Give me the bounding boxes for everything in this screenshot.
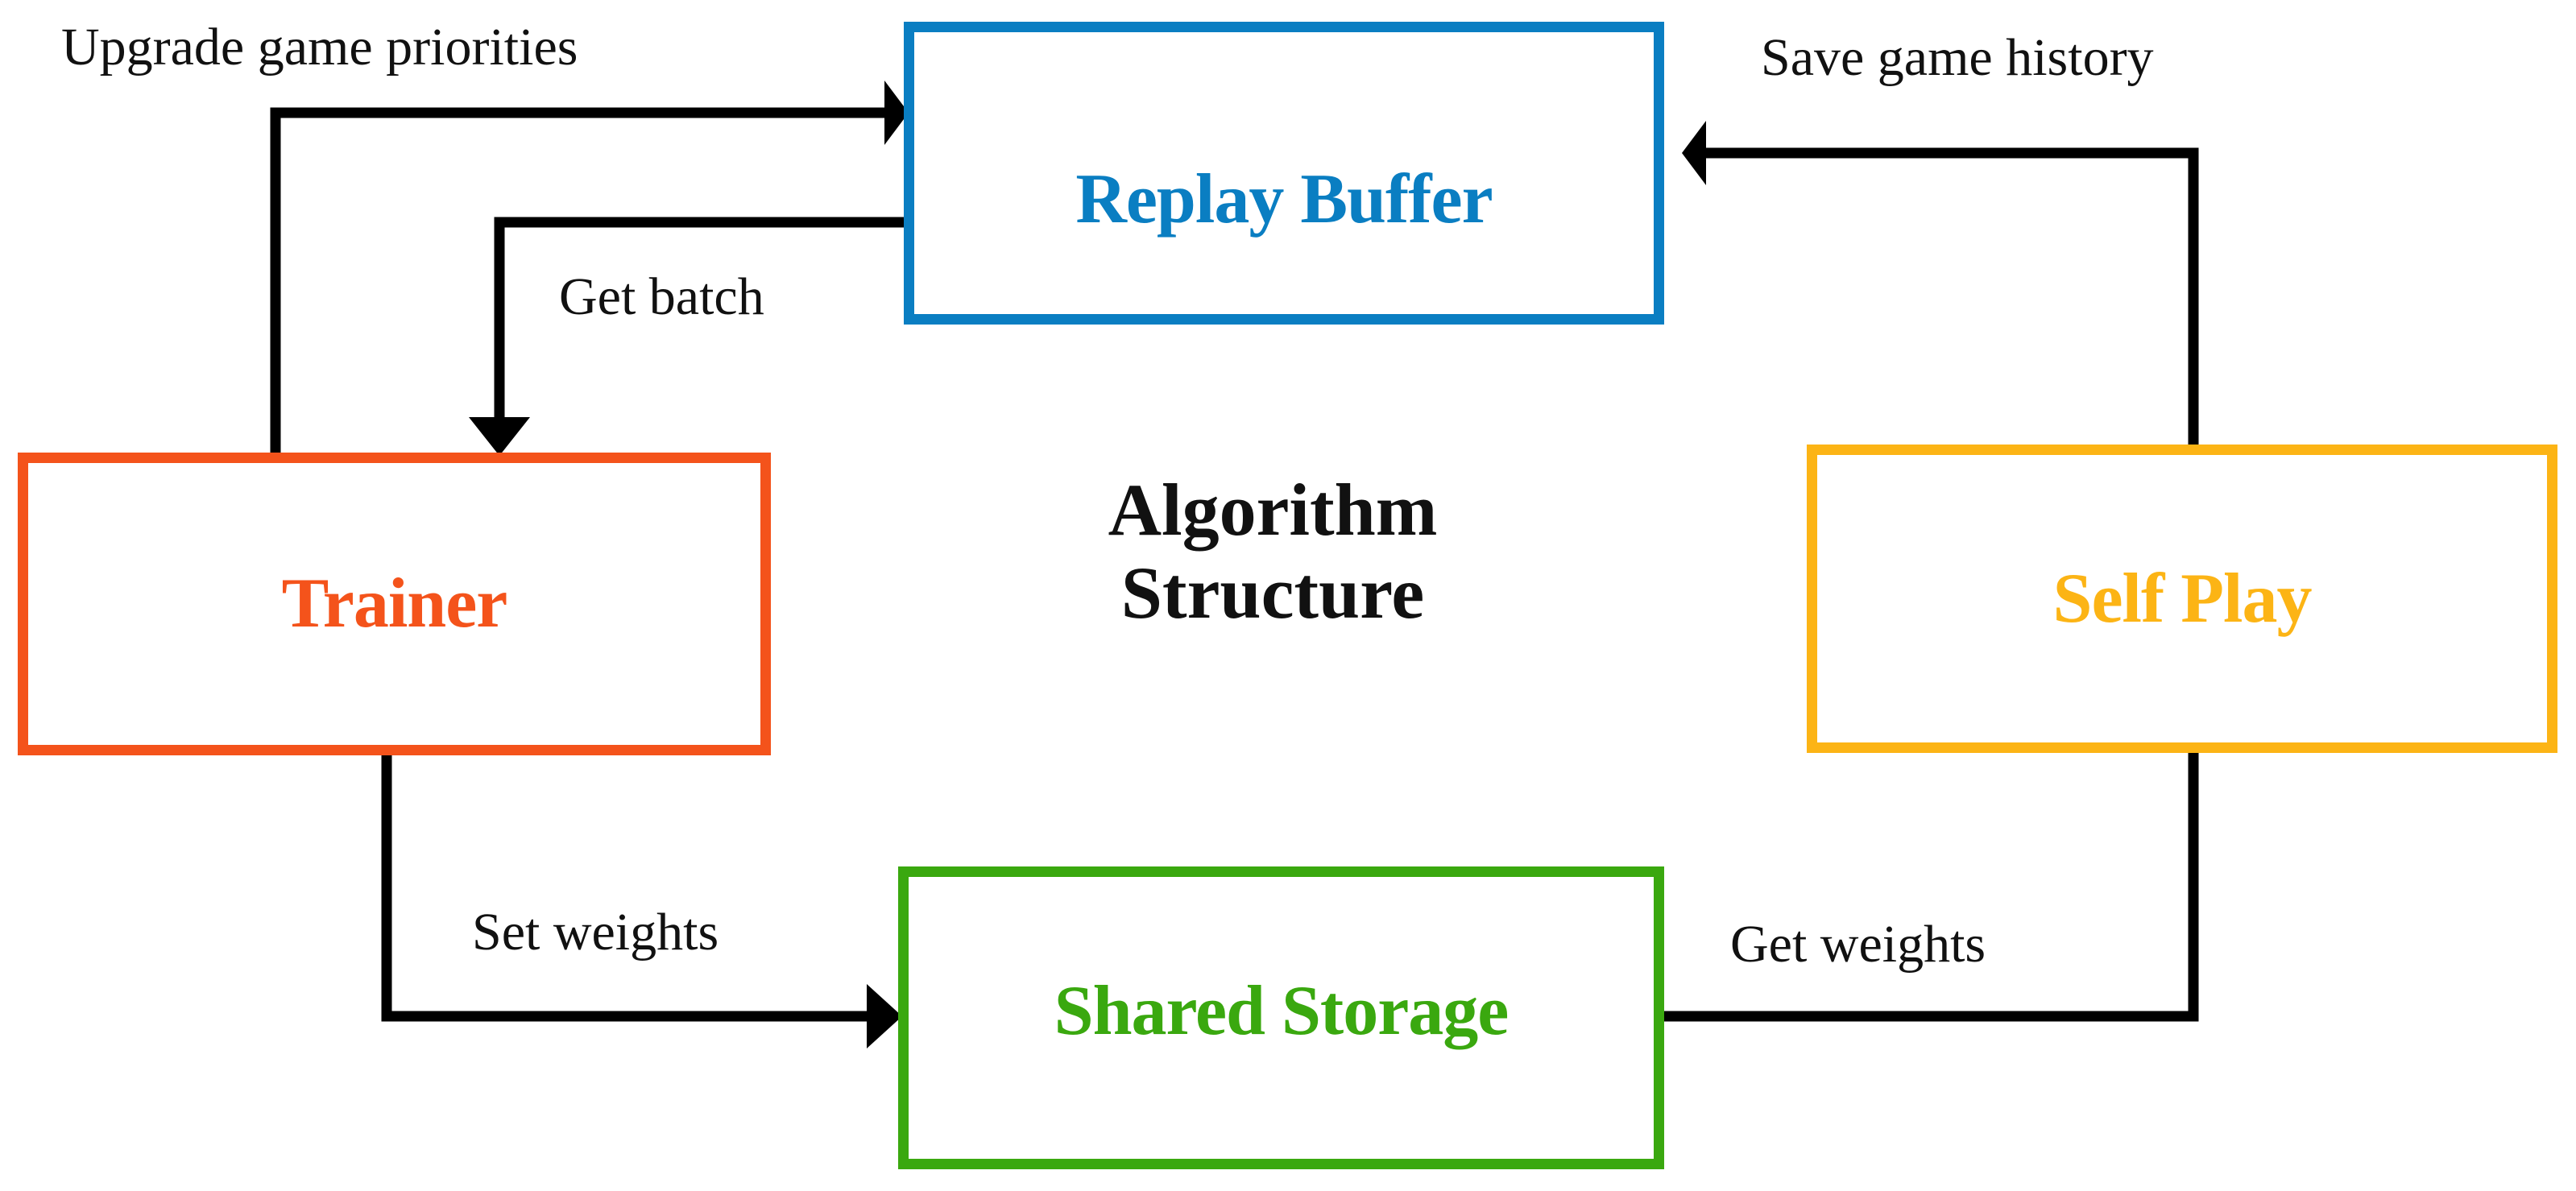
node-replay-buffer[interactable]: Replay Buffer [904, 22, 1664, 325]
edge-label-set-weights: Set weights [472, 903, 719, 961]
edge-upgrade-game-priorities [270, 81, 909, 456]
arrowhead-right-icon [867, 984, 902, 1048]
arrowhead-down-icon [469, 417, 530, 456]
node-self-play-label: Self Play [2052, 559, 2313, 638]
node-shared-storage[interactable]: Shared Storage [898, 866, 1664, 1169]
edge-label-save-game-history: Save game history [1761, 28, 2154, 87]
diagram-title-line-1: Algorithm [1108, 469, 1438, 551]
arrowhead-right-icon [884, 81, 909, 145]
diagram-title-line-2: Structure [1120, 552, 1425, 635]
edge-get-weights [1661, 749, 2199, 1022]
edge-save-game-history [1682, 121, 2199, 448]
arrowhead-left-icon [1682, 121, 1706, 185]
node-replay-buffer-label: Replay Buffer [1075, 160, 1493, 238]
node-trainer[interactable]: Trainer [18, 453, 771, 755]
node-shared-storage-label: Shared Storage [1054, 972, 1510, 1050]
node-trainer-label: Trainer [281, 564, 508, 643]
edge-set-weights [381, 752, 902, 1048]
edge-label-get-batch: Get batch [559, 267, 764, 326]
edge-label-upgrade-game-priorities: Upgrade game priorities [61, 18, 578, 77]
diagram-title: Algorithm Structure [950, 469, 1595, 635]
edge-label-get-weights: Get weights [1730, 915, 1986, 974]
node-self-play[interactable]: Self Play [1807, 445, 2557, 753]
edge-get-batch [469, 217, 904, 456]
